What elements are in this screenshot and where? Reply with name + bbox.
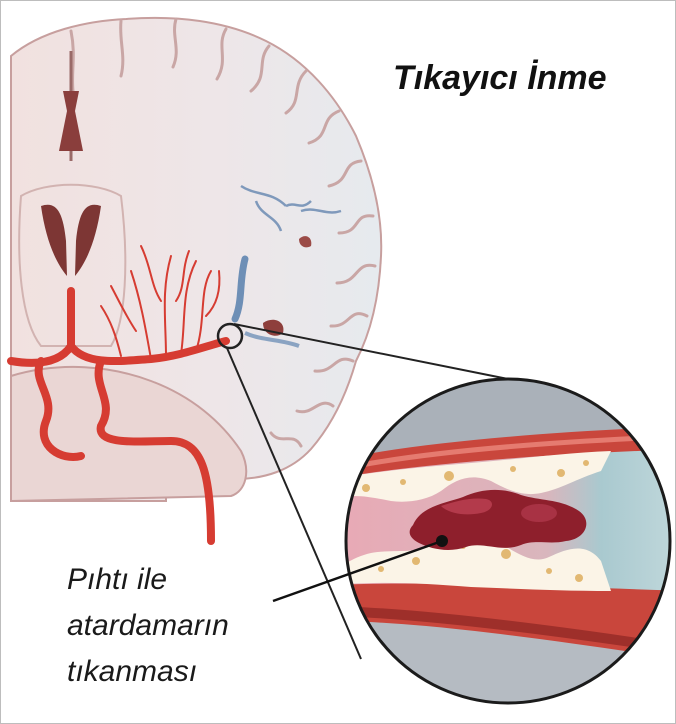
blood-clot-highlight xyxy=(521,504,557,522)
brain-illustration xyxy=(11,18,381,541)
caption-line-1: Pıhtı ile xyxy=(67,557,229,603)
magnified-artery-illustration xyxy=(331,371,676,711)
caption-line-3: tıkanması xyxy=(67,649,229,695)
diagram-title: Tıkayıcı İnme xyxy=(393,59,607,98)
caption-line-2: atardamarın xyxy=(67,603,229,649)
clot-caption: Pıhtı ile atardamarın tıkanması xyxy=(67,557,229,695)
